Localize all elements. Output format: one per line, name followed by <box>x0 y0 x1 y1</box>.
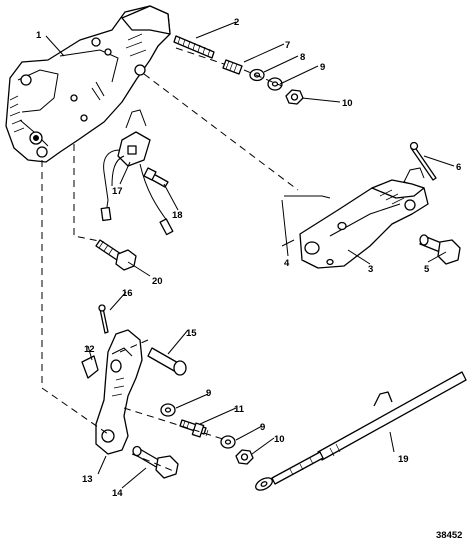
shoulder-bolt-part-5 <box>419 234 461 265</box>
callout-13: 13 <box>82 474 93 485</box>
figure-reference-number: 38452 <box>436 530 462 541</box>
callout-1: 1 <box>36 30 42 41</box>
plate-part-12 <box>81 355 99 379</box>
switch-assembly-part <box>100 109 174 236</box>
lever-bracket-part <box>299 167 429 269</box>
shift-rod-part-19 <box>255 371 467 491</box>
callout-18: 18 <box>172 210 183 221</box>
hex-nut-part-10-lower <box>235 449 254 465</box>
callout-6: 6 <box>456 162 461 173</box>
callout-10-lower: 10 <box>274 434 285 445</box>
callout-4: 4 <box>284 258 290 269</box>
callout-17: 17 <box>112 186 123 197</box>
callout-16: 16 <box>122 288 133 299</box>
callout-2: 2 <box>234 17 239 28</box>
washer-part-9-lower <box>220 435 236 449</box>
short-stud-part <box>222 59 243 75</box>
threaded-stud-part <box>173 35 215 59</box>
cotter-pin-part-6 <box>409 141 437 181</box>
callout-5: 5 <box>424 264 430 275</box>
callout-8: 8 <box>300 52 305 63</box>
callout-10-upper: 10 <box>342 98 353 109</box>
callout-9-lower: 9 <box>260 422 265 433</box>
callout-14: 14 <box>112 488 123 499</box>
clevis-pin-part-15 <box>147 347 187 376</box>
washer-part-9-middle <box>160 403 176 417</box>
callout-7: 7 <box>285 40 290 51</box>
callout-9-upper: 9 <box>320 62 325 73</box>
bolt-part-20 <box>95 239 137 271</box>
adjuster-stud-part-11 <box>179 419 209 438</box>
cotter-pin-part-16 <box>98 304 109 334</box>
callout-12: 12 <box>84 344 95 355</box>
callout-9-middle: 9 <box>206 388 211 399</box>
callout-labels: 1 2 7 8 9 10 6 4 3 5 17 18 20 16 15 12 9… <box>36 17 461 499</box>
callout-20: 20 <box>152 276 163 287</box>
leader-lines <box>45 21 455 489</box>
screw-part-18 <box>143 167 169 188</box>
hex-nut-part-10-upper <box>285 89 304 105</box>
washer-part-9-upper <box>267 77 283 91</box>
callout-15: 15 <box>186 328 197 339</box>
callout-11: 11 <box>234 404 245 415</box>
assembly-dashed-lines <box>41 47 299 473</box>
callout-19: 19 <box>398 454 409 465</box>
mounting-bracket-part <box>5 5 171 163</box>
shift-lever-part <box>95 329 143 455</box>
callout-3: 3 <box>368 264 373 275</box>
